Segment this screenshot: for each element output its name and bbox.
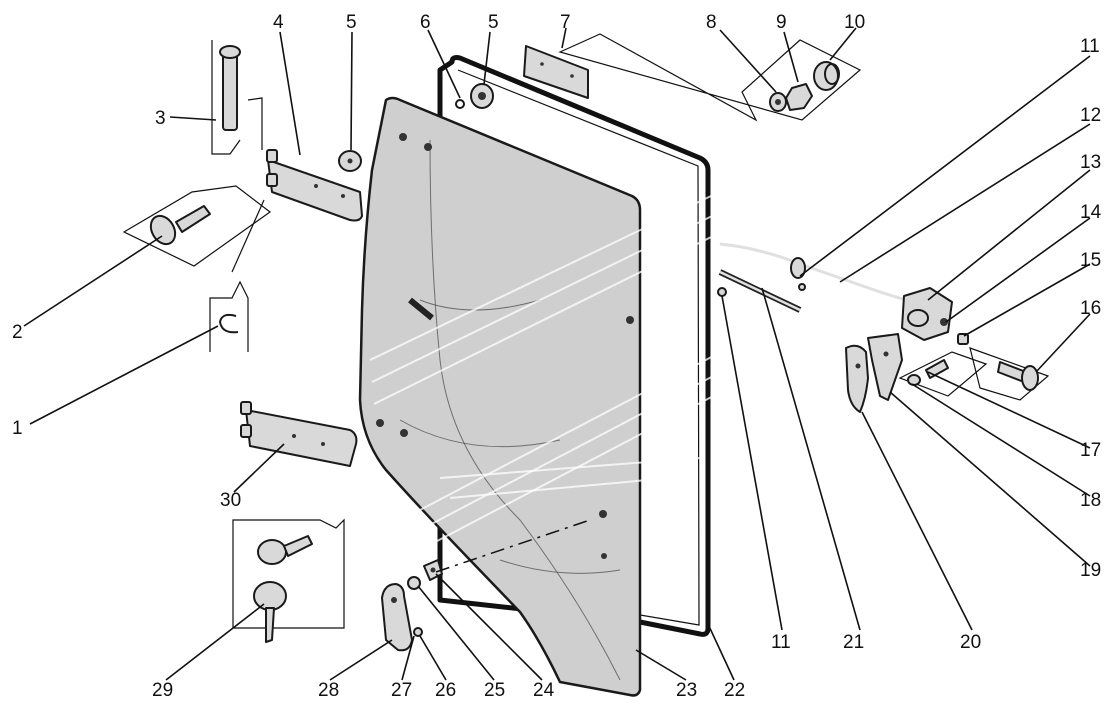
callout-8: 8 — [706, 12, 717, 33]
callout-1: 1 — [12, 418, 23, 439]
gasket-part-20 — [845, 344, 869, 413]
washer-part-5-top — [470, 83, 494, 109]
door-glass — [358, 96, 642, 697]
callout-30: 30 — [220, 490, 241, 511]
callout-16: 16 — [1080, 298, 1101, 319]
callout-12: 12 — [1080, 105, 1101, 126]
callout-7: 7 — [560, 12, 571, 33]
handle-part-28 — [381, 583, 413, 652]
hinge-upper-part-4 — [266, 149, 363, 222]
callout-18: 18 — [1080, 490, 1101, 511]
callout-29: 29 — [152, 680, 173, 701]
callout-9: 9 — [776, 12, 787, 33]
bushing-part-6 — [455, 99, 465, 109]
leader-lines — [23, 27, 1091, 681]
callout-13: 13 — [1080, 152, 1101, 173]
callout-20: 20 — [960, 632, 981, 653]
pin-part-3 — [211, 40, 263, 155]
rod-part-12 — [719, 242, 907, 302]
glass-hole — [626, 316, 634, 324]
glass-hole — [376, 419, 384, 427]
callout-21: 21 — [843, 632, 864, 653]
callout-25: 25 — [484, 680, 505, 701]
callout-27: 27 — [391, 680, 412, 701]
lock-body-part-13 — [901, 287, 953, 341]
callout-11-bottom: 11 — [771, 632, 791, 653]
glass-hole — [400, 429, 408, 437]
callout-17: 17 — [1080, 440, 1101, 461]
glass-hole-slot — [408, 297, 434, 321]
callout-3: 3 — [155, 108, 166, 129]
glass-streak — [429, 139, 621, 681]
washer-part-25 — [407, 576, 421, 590]
callout-26: 26 — [435, 680, 456, 701]
lock-cylinder-group — [558, 33, 862, 122]
glass-hole — [601, 553, 607, 559]
glass-hole — [599, 510, 607, 518]
callout-11-top: 11 — [1080, 36, 1100, 57]
callout-6: 6 — [420, 12, 431, 33]
callout-5-top: 5 — [488, 12, 499, 33]
callout-24: 24 — [533, 680, 555, 701]
screw-part-26-27 — [413, 627, 423, 637]
door-seal-inner — [457, 69, 700, 626]
striker-plate-part-19 — [867, 333, 903, 401]
door-seal — [437, 55, 711, 637]
rod-part-11 — [717, 269, 806, 313]
plate-part-7 — [523, 45, 589, 99]
bolt-part-2 — [122, 185, 272, 267]
washer-part-5-left — [338, 150, 362, 172]
glass-reflection — [369, 157, 791, 551]
callout-22: 22 — [724, 680, 745, 701]
callout-4: 4 — [273, 12, 284, 33]
callout-15: 15 — [1080, 250, 1101, 271]
callout-14: 14 — [1080, 202, 1102, 223]
callout-28: 28 — [318, 680, 339, 701]
callout-19: 19 — [1080, 560, 1101, 581]
callout-23: 23 — [676, 680, 697, 701]
callouts: 3 4 5 6 5 7 8 9 10 11 12 13 14 15 16 2 1… — [12, 12, 1102, 701]
keys-part-29 — [232, 518, 345, 643]
callout-10: 10 — [844, 12, 865, 33]
nut-part-15 — [957, 333, 969, 345]
circlip-part-1 — [209, 199, 265, 352]
glass-hole — [399, 133, 407, 141]
screw-part-16 — [969, 347, 1050, 401]
callout-2: 2 — [12, 322, 23, 343]
glass-hole — [424, 143, 432, 151]
callout-5-left: 5 — [346, 12, 357, 33]
hinge-lower-part-30 — [240, 401, 358, 467]
